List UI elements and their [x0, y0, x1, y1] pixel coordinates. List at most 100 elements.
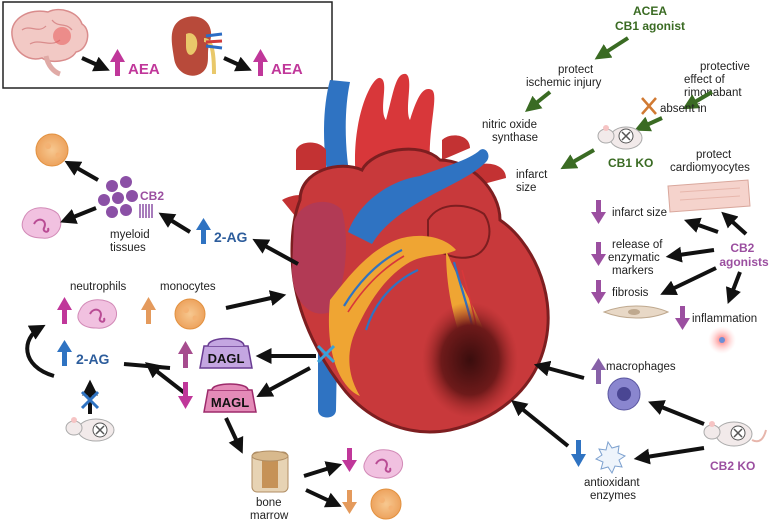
arrow-acea-protect: [594, 36, 630, 60]
heart-illustration: [282, 73, 550, 434]
arrow-cb2ko-antioxidant: [633, 446, 705, 465]
arrow-brain: [81, 56, 110, 72]
infarct-zone: [422, 302, 518, 418]
macrophages-label: macrophages: [606, 361, 676, 373]
release-markers-label: release of enzymatic markers: [608, 239, 666, 277]
arrow-cb1ko-infarct: [560, 148, 595, 170]
cb2-ko-label: CB2 KO: [710, 459, 755, 473]
down-arrow-antioxidant: [571, 440, 586, 467]
down-arrow-fibrosis: [591, 280, 606, 304]
arrow-myeloid-neutrophil: [60, 206, 97, 224]
monocyte-cell-bm: [370, 488, 402, 520]
cardiomyocyte-icon: [667, 179, 751, 213]
right-atrium: [292, 201, 346, 314]
neutrophils-label: neutrophils: [70, 281, 127, 293]
down-arrow-inflammation: [675, 306, 690, 330]
neutrophil-cell-mid: [77, 299, 118, 329]
macrophage-icon: [607, 377, 641, 411]
bone-marrow-icon: [251, 450, 289, 493]
arrow-rimonabant: [682, 90, 714, 110]
arrow-cb2-inflammation: [725, 271, 742, 304]
arrow-cb2-markers: [665, 246, 715, 263]
down-arrow-infarct: [591, 200, 606, 224]
arrow-bm-neutrophil: [303, 461, 343, 478]
protect-ischemic-label: protect ischemic injury: [526, 64, 602, 89]
cb2-agonists-label: CB2 agonists: [719, 241, 769, 269]
protect-cardio-label: protect cardiomyocytes: [670, 149, 750, 174]
mouse-icon-cb2: [703, 421, 767, 447]
infarct-size-cb2-label: infarct size: [612, 207, 667, 219]
protective-rimonabant-label: protective effect of rimonabant: [684, 61, 753, 99]
pulmonary-artery: [348, 149, 489, 244]
cb1-ko-label: CB1 KO: [608, 156, 653, 170]
bone-marrow-label: bone marrow: [250, 497, 289, 522]
arrow-cb2-infarct: [683, 217, 719, 234]
cross-icon-2ag: [80, 390, 100, 410]
mouse-icon-cb1: [597, 125, 643, 150]
arrow-2ag-neutrophils-curve: [25, 324, 55, 378]
inset-box: AEA AEA: [2, 1, 333, 89]
cb2-label-myeloid: CB2: [140, 189, 164, 203]
monocyte-cell-mid: [174, 298, 206, 330]
arrow-bm-monocyte: [305, 488, 342, 508]
up-arrow-2ag-mid: [57, 340, 72, 366]
arrow-cb2ko-macrophage: [648, 400, 705, 426]
absent-in-label: absent in: [660, 103, 707, 115]
infarct-size-cb1-label: infarct size: [516, 169, 551, 194]
up-arrow-2ag-top: [196, 218, 211, 244]
fibrosis-label: fibrosis: [612, 287, 649, 299]
two-ag-mid-label: 2-AG: [76, 351, 110, 367]
monocyte-cell-top: [35, 133, 69, 167]
dagl-label: DAGL: [208, 351, 245, 366]
cb1-agonist-subtitle: CB1 agonist: [615, 19, 685, 33]
myeloid-tissues-label: myeloid tissues: [110, 229, 153, 254]
arrow-cb2-fibrosis: [660, 266, 717, 296]
neutrophil-cell-top: [21, 207, 62, 239]
neutrophil-cell-bm: [363, 449, 404, 479]
aea-label-kidney: AEA: [271, 61, 303, 78]
down-arrow-bm-monocyte: [342, 490, 357, 514]
brain-icon: [11, 8, 89, 77]
magl-badge: [203, 383, 257, 413]
kidney-icon: [171, 16, 223, 76]
arrow-myeloid-monocyte: [64, 160, 99, 182]
blocked-cross-heart: [316, 344, 336, 364]
arrow-cb2-cardio: [721, 211, 748, 236]
myeloid-cluster-icon: [98, 176, 138, 218]
arrow-2ag-myeloid: [158, 212, 192, 234]
arrow-monocyte-heart: [225, 290, 287, 310]
fibroblast-icon: [602, 305, 670, 319]
down-arrow-magl: [178, 382, 193, 409]
up-arrow-aea-brain: [110, 49, 125, 76]
arrow-magl-bonemarrow: [224, 417, 244, 454]
epicardial-fat: [328, 235, 456, 396]
up-arrow-neutrophils: [57, 297, 72, 324]
monocytes-label: monocytes: [160, 281, 216, 293]
arrow-absent-mouse: [634, 116, 663, 132]
magl-label: MAGL: [211, 395, 249, 410]
acea-title: ACEA: [633, 4, 667, 18]
antioxidant-label: antioxidant enzymes: [584, 477, 643, 502]
up-arrow-aea-kidney: [253, 49, 268, 76]
arrow-protect-no: [525, 90, 552, 112]
dagl-badge: [199, 337, 253, 369]
arrow-heart-magl: [256, 366, 311, 398]
up-arrow-macrophages: [591, 358, 606, 384]
nitric-oxide-label: nitric oxide synthase: [482, 119, 540, 144]
arrow-macrophage-heart: [533, 360, 585, 380]
inflammation-label: inflammation: [692, 313, 757, 325]
up-arrow-monocytes: [141, 297, 156, 324]
cross-icon-cb1: [641, 97, 657, 115]
down-arrow-bm-neutrophil: [342, 448, 357, 472]
two-ag-top-label: 2-AG: [214, 229, 248, 245]
arrow-heart-2ag: [252, 238, 299, 266]
up-arrow-dagl: [178, 341, 193, 368]
aea-label-brain: AEA: [128, 61, 160, 78]
arrow-magl-2ag: [144, 362, 188, 396]
arrow-antioxidant-heart: [511, 399, 570, 448]
antioxidant-enzyme-icon: [594, 440, 627, 475]
cb2-receptor-icon: [139, 204, 153, 218]
vena-cava: [324, 80, 352, 190]
arrow-kidney: [223, 56, 252, 72]
